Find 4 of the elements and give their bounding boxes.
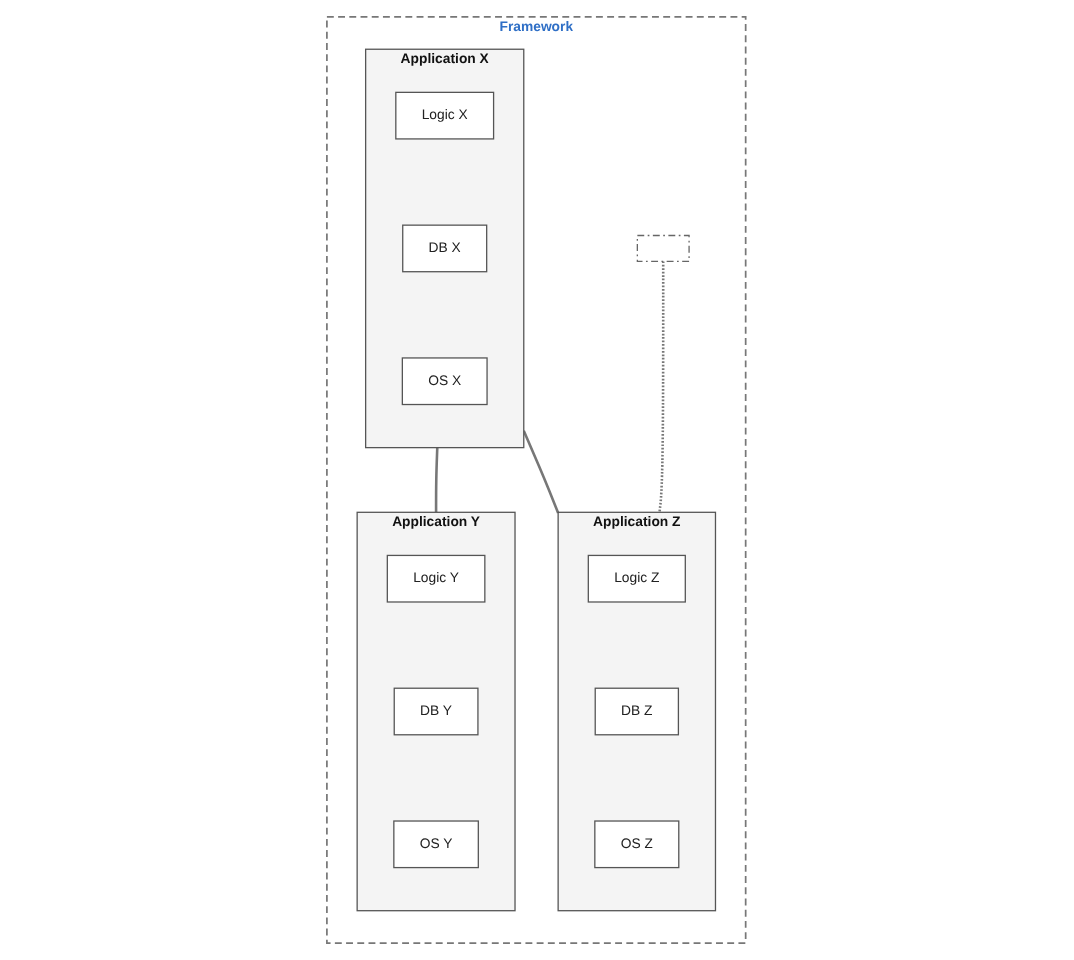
connector [523, 430, 561, 514]
connector [435, 447, 440, 513]
node-box [637, 234, 691, 263]
connector [658, 261, 666, 513]
